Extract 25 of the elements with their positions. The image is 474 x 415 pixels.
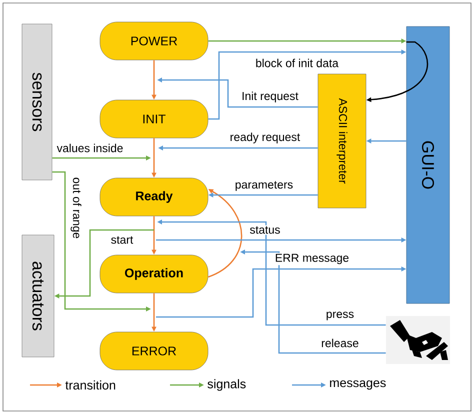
edge-label: start xyxy=(110,235,134,245)
edge-label: parameters xyxy=(234,180,294,192)
edge-label: press xyxy=(324,310,356,322)
legend-label: messages xyxy=(330,380,386,390)
gui-panel: GUI-O xyxy=(406,26,450,304)
side-panel: sensors xyxy=(22,24,52,180)
edge-label: values inside xyxy=(56,142,124,154)
state-box: Operation xyxy=(100,254,208,294)
picture xyxy=(386,316,450,364)
edge-label: out of range xyxy=(70,176,82,240)
legend-label: signals xyxy=(208,379,246,391)
edge-label: release xyxy=(320,338,360,348)
edge-label: Init request xyxy=(240,90,300,104)
edge-label: block of init data xyxy=(254,58,340,68)
arrow xyxy=(208,189,242,278)
state-box: POWER xyxy=(100,22,208,60)
edge-label: ERR message xyxy=(274,252,350,266)
legend-label: transition xyxy=(65,380,116,390)
state-box: Ready xyxy=(100,178,208,216)
edge-label: ready request xyxy=(228,132,302,144)
side-panel: actuators xyxy=(22,234,54,358)
state-box: INIT xyxy=(100,100,208,138)
edge-label: status xyxy=(248,225,282,235)
state-box: ERROR xyxy=(100,332,208,370)
interpreter-box: ASCII interpreter xyxy=(318,74,366,208)
